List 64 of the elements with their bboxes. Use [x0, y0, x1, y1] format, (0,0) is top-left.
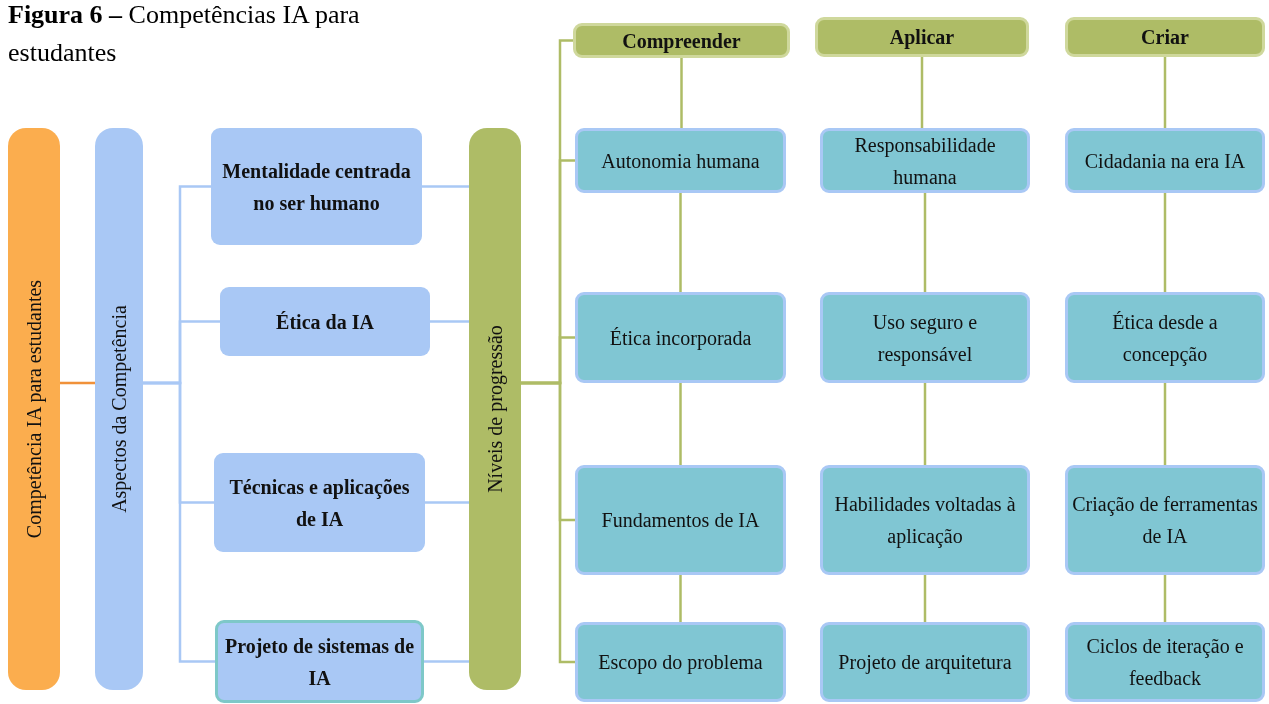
level-header [1065, 17, 1265, 57]
connector-line [424, 660, 469, 663]
competency-box [575, 128, 786, 193]
level-header [573, 23, 790, 58]
connector-line [680, 58, 683, 128]
connector-line [60, 381, 95, 385]
competency-box [1065, 128, 1265, 193]
connector-line [425, 501, 469, 504]
box-label: Responsabilidade humana [853, 132, 997, 190]
connector-line [430, 320, 469, 323]
box-label: Cidadania na era IA [1083, 148, 1247, 174]
competency-box [820, 292, 1030, 383]
aspect-box [214, 453, 425, 552]
connector-line [920, 57, 924, 128]
competency-box [575, 622, 786, 702]
box-label: Autonomia humana [600, 148, 761, 174]
box-label: Criar [1140, 25, 1190, 50]
aspect-box [220, 287, 430, 356]
connector-line [1163, 575, 1167, 622]
level-header [815, 17, 1029, 57]
connector-line [521, 381, 575, 664]
connector-line [1163, 193, 1167, 292]
vertical-bar [8, 128, 60, 690]
competency-box [575, 465, 786, 575]
competency-box [1065, 622, 1265, 702]
connector-line [1163, 57, 1167, 128]
box-label: Habilidades voltadas à aplicação [833, 492, 1017, 550]
box-label: Aplicar [888, 25, 956, 51]
bar-label: Aspectos da Competência [107, 304, 132, 515]
vertical-bar [95, 128, 143, 690]
box-label: Projeto de arquitetura [837, 650, 1013, 676]
competency-box [575, 292, 786, 383]
box-label: Ciclos de iteração e feedback [1085, 634, 1245, 691]
box-label: Ética desde a concepção [1111, 309, 1219, 368]
box-label: Técnicas e aplicações de IA [228, 474, 411, 532]
connector-line [679, 193, 682, 292]
competency-box [820, 128, 1030, 193]
box-label: Projeto de sistemas de IA [223, 633, 415, 691]
box-label: Ética incorporada [608, 325, 753, 352]
connector-line [923, 575, 927, 622]
box-label: Uso seguro e responsável [871, 309, 979, 368]
competency-box [820, 622, 1030, 702]
vertical-bar [469, 128, 521, 690]
aspect-box [211, 128, 422, 245]
box-label: Criação de ferramentas de IA [1071, 492, 1259, 549]
figure-title: Figura 6 – Competências IA para estudantes [8, 0, 361, 69]
connector-line [679, 383, 682, 465]
competency-box [1065, 292, 1265, 383]
box-label: Fundamentos de IA [600, 508, 761, 533]
bar-label: Níveis de progressão [483, 324, 508, 495]
box-label: Mentalidade centrada no ser humano [221, 158, 412, 216]
competency-box [1065, 465, 1265, 575]
bar-label: Competência IA para estudantes [22, 278, 47, 541]
connector-line [923, 383, 927, 465]
connector-line [1163, 383, 1167, 465]
box-label: Escopo do problema [597, 650, 764, 676]
connector-line [679, 575, 682, 622]
box-label: Compreender [621, 28, 742, 55]
connector-line [422, 185, 469, 188]
connector-line [923, 193, 927, 292]
aspect-box [215, 620, 424, 703]
competency-box [820, 465, 1030, 575]
connector-line [143, 381, 215, 663]
box-label: Ética da IA [275, 309, 375, 335]
